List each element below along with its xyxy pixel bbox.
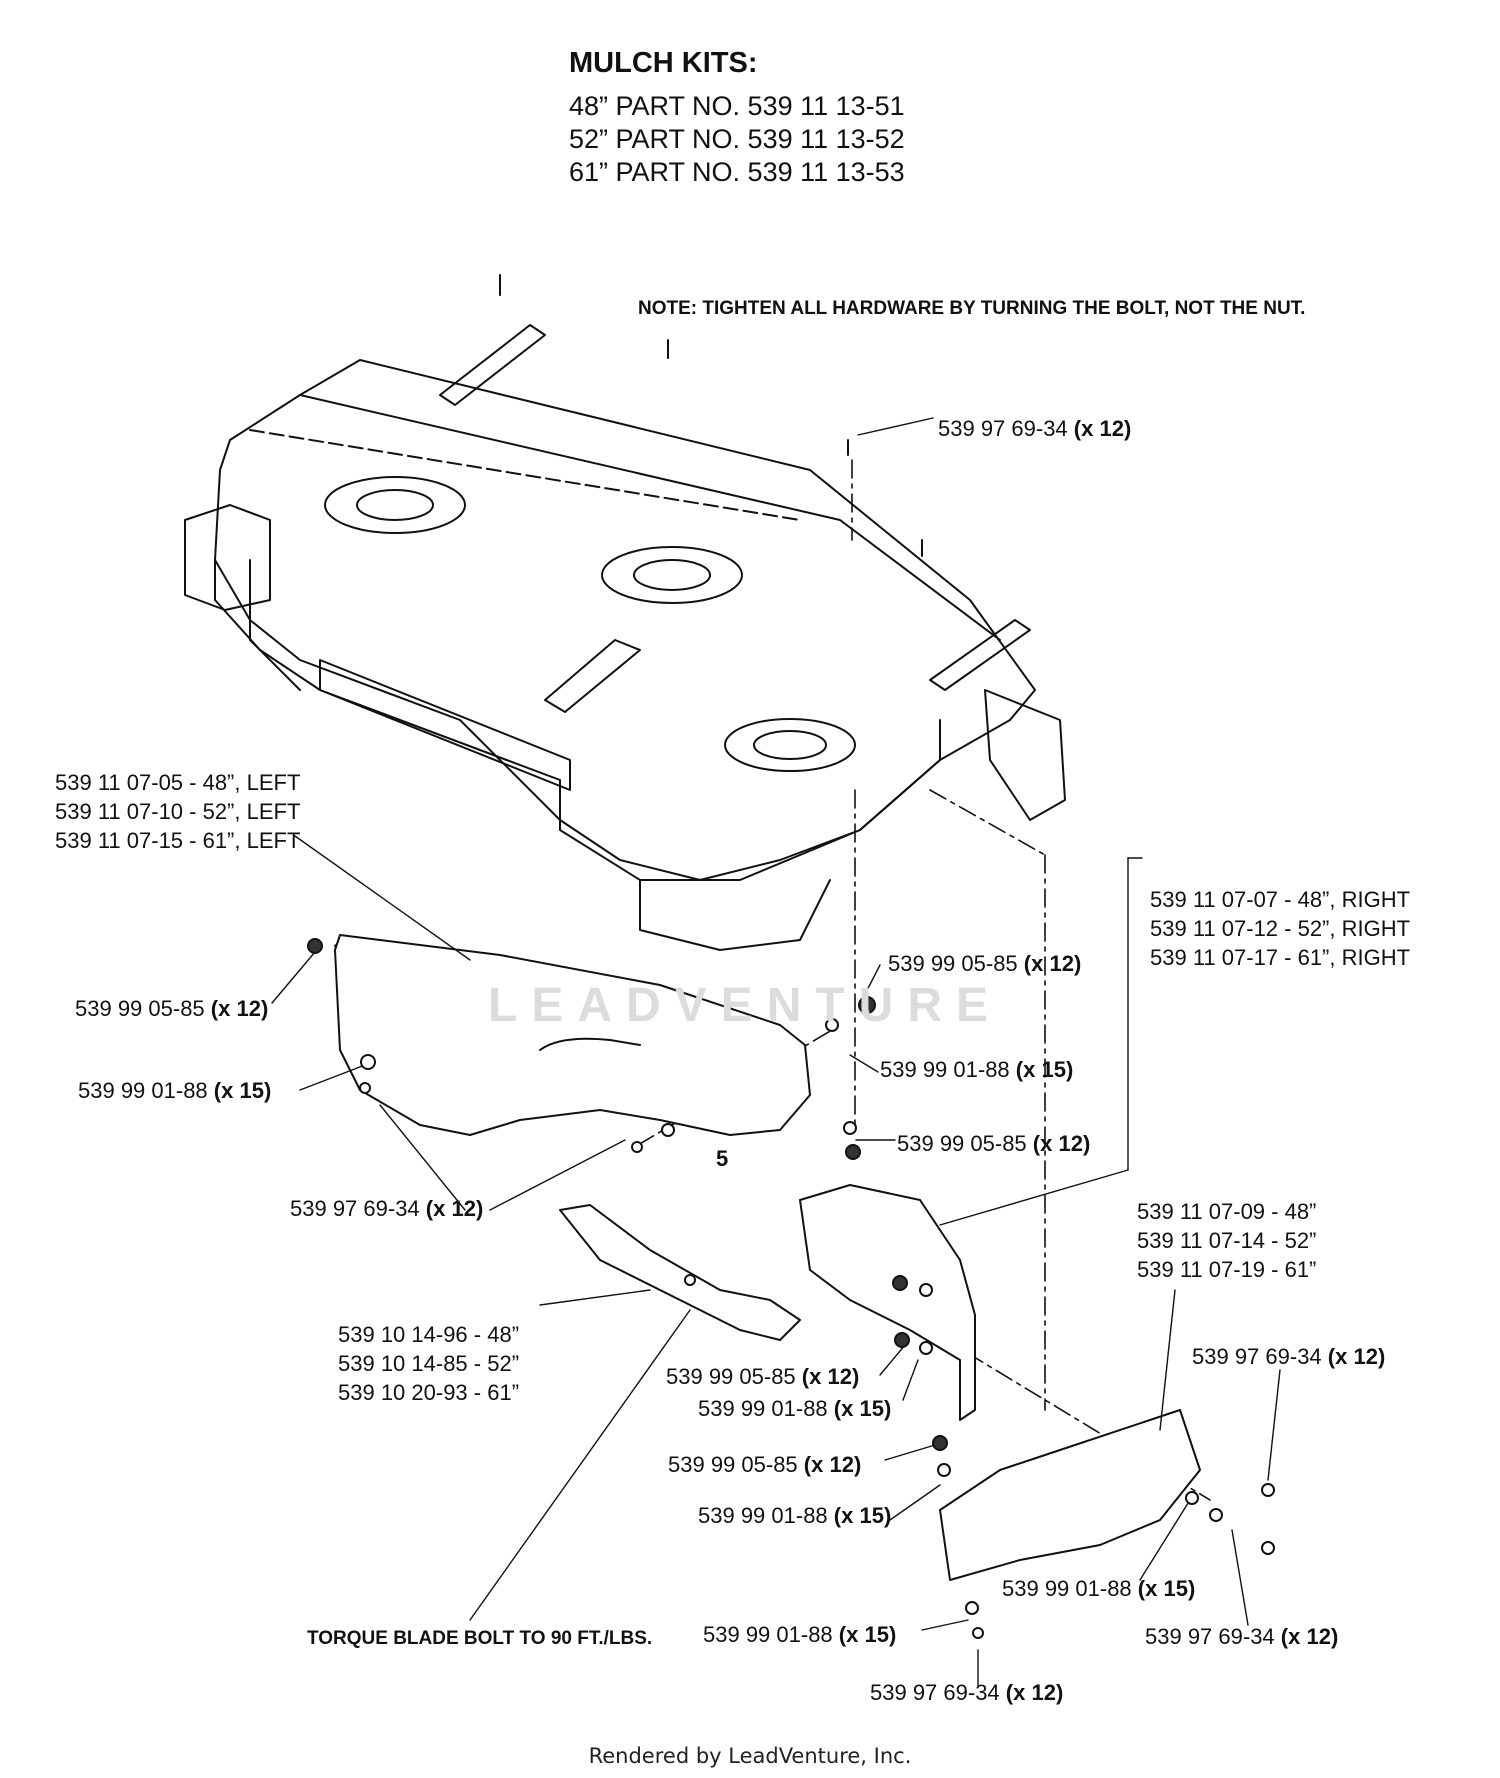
right-baffle-61: 539 11 07-17 - 61”, RIGHT <box>1150 945 1411 970</box>
quantity: (x 12) <box>1023 951 1082 976</box>
kit-part-48: 48” PART NO. 539 11 13-51 <box>569 91 905 121</box>
hardware <box>307 938 1275 1639</box>
quantity: (x 12) <box>1327 1344 1386 1369</box>
right-baffle-parts: 539 11 07-07 - 48”, RIGHT 539 11 07-12 -… <box>1150 885 1410 972</box>
kit-part-61: 61” PART NO. 539 11 13-53 <box>569 157 905 187</box>
footer-credit: Rendered by LeadVenture, Inc. <box>588 1744 912 1768</box>
callout-washer-left: 539 99 01-88 (x 15) <box>78 1078 271 1104</box>
part-number: 539 99 01-88 <box>703 1622 833 1647</box>
quantity: (x 12) <box>210 996 269 1021</box>
deck-hanger-bracket <box>439 324 546 406</box>
part-number: 539 99 01-88 <box>78 1078 208 1103</box>
right-mulch-baffle <box>799 1184 976 1421</box>
quantity: (x 15) <box>833 1503 892 1528</box>
callout-nut-center: 539 99 05-85 (x 12) <box>888 951 1081 977</box>
kit-part-52: 52” PART NO. 539 11 13-52 <box>569 124 905 154</box>
quantity: (x 12) <box>425 1196 484 1221</box>
callout-bolt-left: 539 97 69-34 (x 12) <box>290 1196 483 1222</box>
mower-deck <box>184 274 1066 951</box>
part-number: 539 97 69-34 <box>870 1680 1000 1705</box>
left-baffle-parts: 539 11 07-05 - 48”, LEFT 539 11 07-10 - … <box>55 768 300 855</box>
part-number: 539 99 05-85 <box>666 1364 796 1389</box>
left-mulch-baffle <box>334 934 811 1136</box>
quantity: (x 12) <box>1005 1680 1064 1705</box>
callout-nut-right-1: 539 99 05-85 (x 12) <box>666 1364 859 1390</box>
callout-washer-bottom: 539 99 01-88 (x 15) <box>703 1622 896 1648</box>
watermark: LEADVENTURE <box>488 979 1003 1032</box>
callout-washer-center: 539 99 01-88 (x 15) <box>880 1057 1073 1083</box>
left-baffle-52: 539 11 07-10 - 52”, LEFT <box>55 799 301 824</box>
callout-bolt-top: 539 97 69-34 (x 12) <box>938 416 1131 442</box>
quantity: (x 15) <box>833 1396 892 1421</box>
quantity: (x 12) <box>1073 416 1132 441</box>
callout-washer-right-2: 539 99 01-88 (x 15) <box>698 1503 891 1529</box>
callout-nut-center-lower: 539 99 05-85 (x 12) <box>897 1131 1090 1157</box>
quantity: (x 15) <box>838 1622 897 1647</box>
quantity: (x 12) <box>1032 1131 1091 1156</box>
part-number: 539 99 01-88 <box>698 1503 828 1528</box>
reference-number: 5 <box>716 1146 729 1171</box>
right-baffle-48: 539 11 07-07 - 48”, RIGHT <box>1150 887 1411 912</box>
part-number: 539 99 01-88 <box>880 1057 1010 1082</box>
end-plate-61: 539 11 07-19 - 61” <box>1137 1257 1317 1282</box>
blade-61: 539 10 20-93 - 61” <box>338 1380 520 1405</box>
part-number: 539 99 01-88 <box>698 1396 828 1421</box>
end-plate-parts: 539 11 07-09 - 48” 539 11 07-14 - 52” 53… <box>1137 1197 1316 1284</box>
part-number: 539 99 01-88 <box>1002 1576 1132 1601</box>
spindle-housing-center <box>601 546 743 604</box>
part-number: 539 99 05-85 <box>668 1452 798 1477</box>
part-number: 539 99 05-85 <box>75 996 205 1021</box>
part-number: 539 97 69-34 <box>290 1196 420 1221</box>
callout-bolt-bottom: 539 97 69-34 (x 12) <box>870 1680 1063 1706</box>
end-plate-48: 539 11 07-09 - 48” <box>1137 1199 1317 1224</box>
part-number: 539 99 05-85 <box>897 1131 1027 1156</box>
callout-washer-right-1: 539 99 01-88 (x 15) <box>698 1396 891 1422</box>
spindle-housing-left <box>324 476 466 534</box>
blade-52: 539 10 14-85 - 52” <box>338 1351 520 1376</box>
callout-bolt-end-plate: 539 97 69-34 (x 12) <box>1192 1344 1385 1370</box>
mulch-kits-title: MULCH KITS: <box>569 47 758 79</box>
part-number: 539 97 69-34 <box>1192 1344 1322 1369</box>
callout-nut-right-2: 539 99 05-85 (x 12) <box>668 1452 861 1478</box>
end-plate-52: 539 11 07-14 - 52” <box>1137 1228 1317 1253</box>
part-number: 539 97 69-34 <box>1145 1624 1275 1649</box>
quantity: (x 12) <box>803 1452 862 1477</box>
leader-lines <box>271 417 1281 1686</box>
right-baffle-52: 539 11 07-12 - 52”, RIGHT <box>1150 916 1411 941</box>
callout-bolt-end-plate-lower: 539 97 69-34 (x 12) <box>1145 1624 1338 1650</box>
callout-washer-end-plate: 539 99 01-88 (x 15) <box>1002 1576 1195 1602</box>
quantity: (x 15) <box>213 1078 272 1103</box>
quantity: (x 15) <box>1015 1057 1074 1082</box>
blade-parts: 539 10 14-96 - 48” 539 10 14-85 - 52” 53… <box>338 1320 519 1407</box>
mulch-end-plate <box>939 1409 1201 1581</box>
hardware-note: NOTE: TIGHTEN ALL HARDWARE BY TURNING TH… <box>638 298 1306 319</box>
part-number: 539 97 69-34 <box>938 416 1068 441</box>
callout-nut-left: 539 99 05-85 (x 12) <box>75 996 268 1022</box>
left-baffle-48: 539 11 07-05 - 48”, LEFT <box>55 770 301 795</box>
quantity: (x 15) <box>1137 1576 1196 1601</box>
baffle-strap <box>544 639 641 713</box>
mulching-blade <box>559 1204 801 1341</box>
spindle-housing-right <box>724 718 856 772</box>
quantity: (x 12) <box>1280 1624 1339 1649</box>
quantity: (x 12) <box>801 1364 860 1389</box>
torque-note: TORQUE BLADE BOLT TO 90 FT./LBS. <box>307 1628 653 1649</box>
part-number: 539 99 05-85 <box>888 951 1018 976</box>
blade-48: 539 10 14-96 - 48” <box>338 1322 520 1347</box>
left-baffle-61: 539 11 07-15 - 61”, LEFT <box>55 828 301 853</box>
